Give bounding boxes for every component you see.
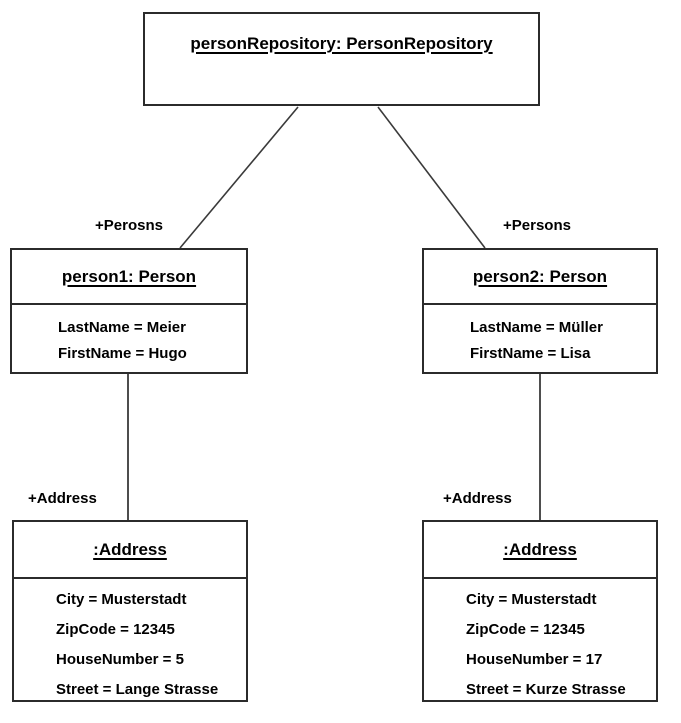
attribute-lastname: LastName = Meier bbox=[58, 319, 186, 336]
node-title: person1: Person bbox=[61, 266, 197, 286]
node-title: :Address bbox=[503, 539, 577, 559]
node-address1: :Address City = Musterstadt ZipCode = 12… bbox=[12, 520, 248, 702]
attribute-zipcode: ZipCode = 12345 bbox=[56, 621, 175, 638]
attributes-compartment: City = Musterstadt ZipCode = 12345 House… bbox=[14, 579, 246, 705]
edge-label-address-right: +Address bbox=[443, 490, 512, 507]
attribute-housenumber: HouseNumber = 5 bbox=[56, 651, 184, 668]
edge-label-address-left: +Address bbox=[28, 490, 97, 507]
node-person2: person2: Person LastName = Müller FirstN… bbox=[422, 248, 658, 374]
node-title: person2: Person bbox=[472, 266, 608, 286]
attribute-firstname: FirstName = Hugo bbox=[58, 345, 187, 362]
attributes-compartment: LastName = Müller FirstName = Lisa bbox=[424, 305, 656, 372]
title-compartment: :Address bbox=[424, 522, 656, 579]
attribute-lastname: LastName = Müller bbox=[470, 319, 603, 336]
title-compartment: person1: Person bbox=[12, 250, 246, 305]
node-person1: person1: Person LastName = Meier FirstNa… bbox=[10, 248, 248, 374]
attributes-compartment: City = Musterstadt ZipCode = 12345 House… bbox=[424, 579, 656, 705]
node-title: :Address bbox=[93, 539, 167, 559]
edge-repository-person1 bbox=[179, 106, 299, 249]
edge-repository-person2 bbox=[377, 106, 486, 249]
attribute-housenumber: HouseNumber = 17 bbox=[466, 651, 603, 668]
title-compartment: :Address bbox=[14, 522, 246, 579]
attribute-city: City = Musterstadt bbox=[466, 591, 597, 608]
attributes-compartment: LastName = Meier FirstName = Hugo bbox=[12, 305, 246, 372]
title-compartment: person2: Person bbox=[424, 250, 656, 305]
node-address2: :Address City = Musterstadt ZipCode = 12… bbox=[422, 520, 658, 702]
attribute-street: Street = Kurze Strasse bbox=[466, 681, 626, 698]
attribute-city: City = Musterstadt bbox=[56, 591, 187, 608]
attribute-street: Street = Lange Strasse bbox=[56, 681, 219, 698]
node-person-repository: personRepository: PersonRepository bbox=[143, 12, 540, 106]
attribute-firstname: FirstName = Lisa bbox=[470, 345, 591, 362]
node-title: personRepository: PersonRepository bbox=[190, 34, 493, 53]
edge-label-persons-right: +Persons bbox=[503, 217, 571, 234]
attribute-zipcode: ZipCode = 12345 bbox=[466, 621, 585, 638]
edge-label-persons-left: +Perosns bbox=[95, 217, 163, 234]
